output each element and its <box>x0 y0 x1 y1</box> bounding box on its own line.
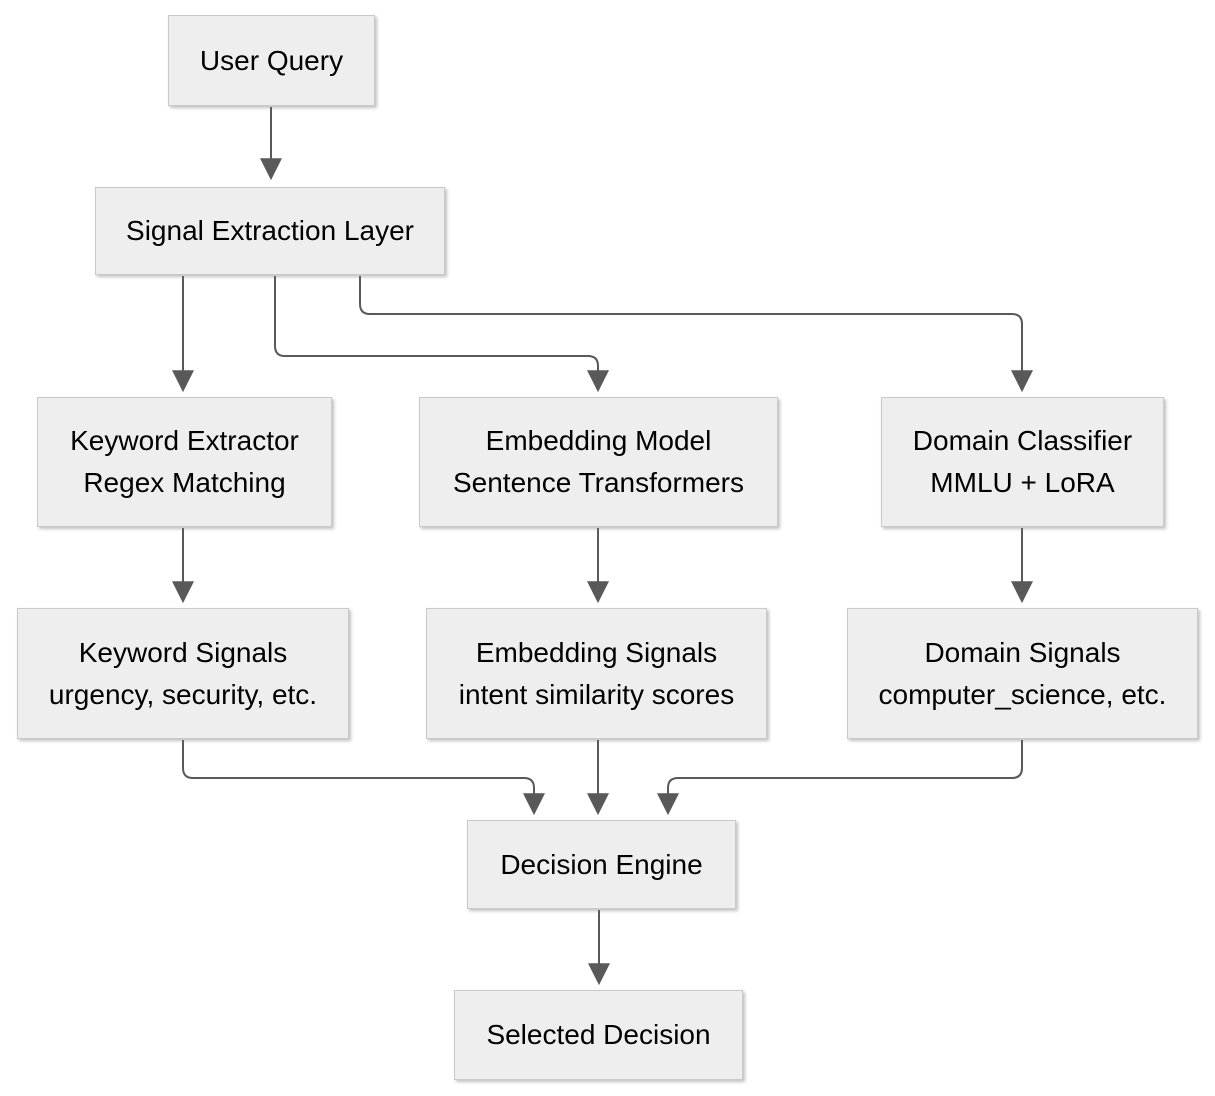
node-sublabel: Regex Matching <box>83 467 286 498</box>
node-label: Embedding Model <box>485 425 712 456</box>
node-label: Decision Engine <box>500 848 703 880</box>
node-label: User Query <box>199 44 344 76</box>
node-domain-classifier: Domain Classifier MMLU + LoRA <box>881 397 1164 527</box>
node-embedding-signals: Embedding Signals intent similarity scor… <box>426 608 767 739</box>
node-label: Keyword Extractor <box>70 425 299 456</box>
node-keyword-extractor: Keyword Extractor Regex Matching <box>37 397 332 527</box>
node-label: Domain Signals <box>924 636 1121 668</box>
node-embedding-model: Embedding Model Sentence Transformers <box>419 397 778 527</box>
node-sublabel: MMLU + LoRA <box>930 467 1115 498</box>
node-sublabel: Sentence Transformers <box>452 467 745 498</box>
node-label: Selected Decision <box>486 1019 711 1050</box>
node-label: Embedding Signals <box>475 636 718 668</box>
node-signal-extraction-layer: Signal Extraction Layer <box>95 187 445 275</box>
node-decision-engine: Decision Engine <box>467 820 736 909</box>
node-sublabel: urgency, security, etc. <box>48 678 318 710</box>
node-label: Signal Extraction Layer <box>126 215 414 246</box>
edge-keyword-signals-to-decision-engine <box>182 740 545 816</box>
edge-domain-signals-to-decision-engine <box>657 740 1023 816</box>
node-user-query: User Query <box>168 15 375 106</box>
node-sublabel: intent similarity scores <box>458 678 735 710</box>
node-selected-decision: Selected Decision <box>454 990 743 1080</box>
edge-signal-extraction-to-domain-classifier <box>359 276 1033 393</box>
node-domain-signals: Domain Signals computer_science, etc. <box>847 608 1198 739</box>
node-label: Domain Classifier <box>912 425 1133 456</box>
node-sublabel: computer_science, etc. <box>878 678 1167 710</box>
edge-signal-extraction-to-embedding-model <box>274 276 609 393</box>
node-label: Keyword Signals <box>78 636 288 668</box>
node-keyword-signals: Keyword Signals urgency, security, etc. <box>17 608 349 739</box>
